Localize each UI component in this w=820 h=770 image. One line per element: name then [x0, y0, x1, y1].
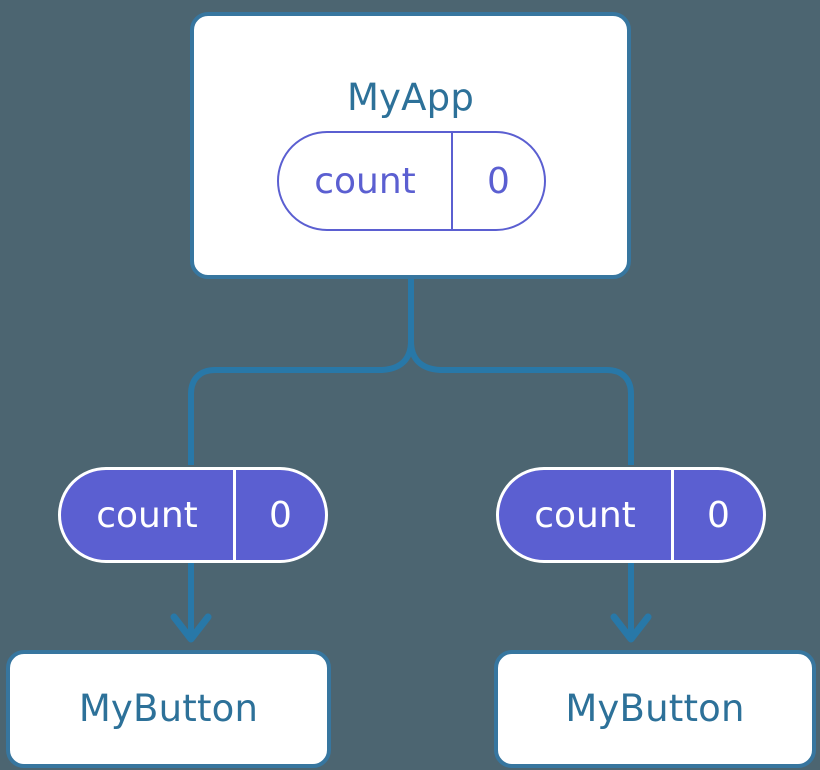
component-label-mybutton: MyButton [565, 687, 745, 730]
wire-branch-left [188, 340, 414, 465]
state-value-label: 0 [269, 494, 292, 536]
state-pill-child-left[interactable]: count 0 [58, 467, 328, 563]
component-label-mybutton: MyButton [78, 687, 259, 730]
wire-arrow-right-head [610, 613, 652, 643]
component-box-mybutton-left[interactable]: MyButton [6, 650, 331, 768]
state-key-label: count [499, 470, 674, 560]
state-pill-child-right[interactable]: count 0 [496, 467, 766, 563]
wire-arrow-left-head [170, 613, 212, 643]
wire-branch-right [408, 340, 634, 465]
state-pill-myapp[interactable]: count 0 [277, 131, 546, 231]
component-label-myapp: MyApp [346, 76, 475, 119]
component-box-mybutton-right[interactable]: MyButton [494, 650, 816, 768]
state-value-label: 0 [707, 494, 730, 536]
state-value-label: 0 [487, 160, 510, 202]
state-key-label: count [279, 133, 453, 229]
state-key-label: count [61, 470, 236, 560]
